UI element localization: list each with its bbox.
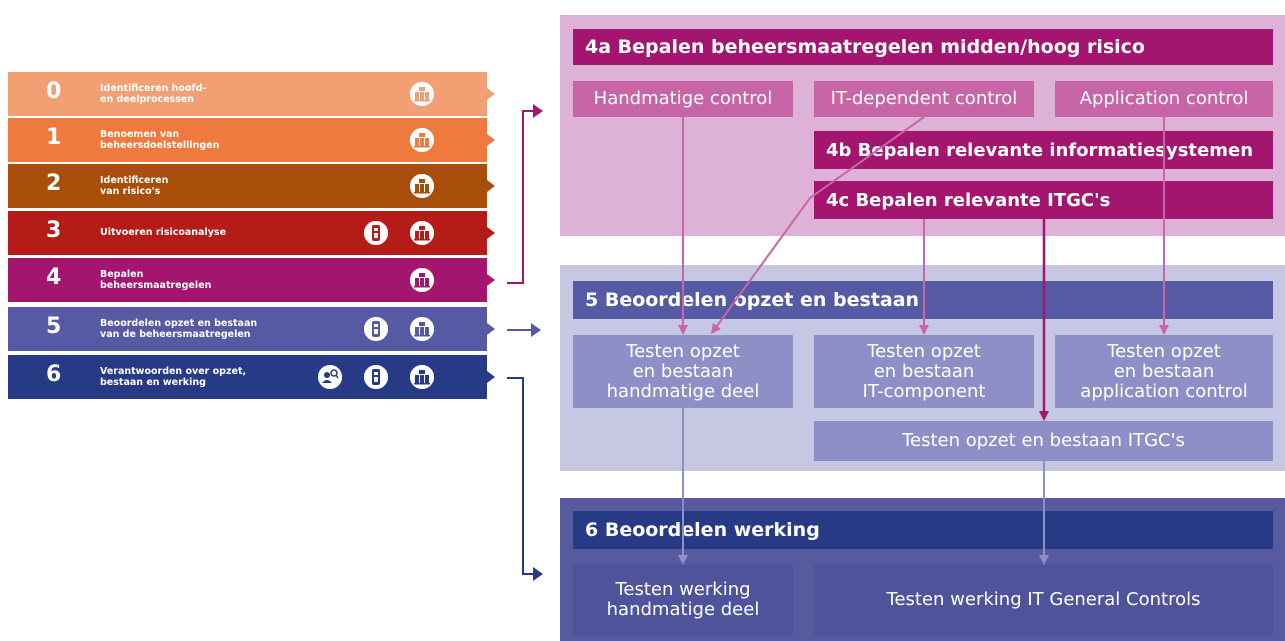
step-label: Verantwoorden over opzet, bestaan en wer… <box>100 366 247 388</box>
organization-icon <box>410 82 434 106</box>
step-notch <box>487 134 495 146</box>
step-number: 1 <box>46 125 62 150</box>
phase6-header: 6 Beoordelen werking <box>573 511 1273 549</box>
it-auditor-icon <box>364 365 388 389</box>
test-box-application: Testen opzet en bestaan application cont… <box>1055 335 1273 408</box>
step-number: 5 <box>46 314 62 339</box>
step-3: 3 Uitvoeren risicoanalyse <box>8 211 495 255</box>
test-box-it-component: Testen opzet en bestaan IT-component <box>814 335 1034 408</box>
step-notch <box>487 88 495 100</box>
control-box-it-dependent: IT-dependent control <box>814 81 1034 117</box>
step-label: Beoordelen opzet en bestaan van de behee… <box>100 318 258 340</box>
it-auditor-icon <box>364 317 388 341</box>
step-label: Identificeren hoofd- en deelprocessen <box>100 83 207 105</box>
phase4-header: 4a Bepalen beheersmaatregelen midden/hoo… <box>573 29 1273 65</box>
step-number: 4 <box>46 265 62 290</box>
organization-icon <box>410 221 434 245</box>
control-box-application: Application control <box>1055 81 1273 117</box>
organization-icon <box>410 365 434 389</box>
step-notch <box>487 180 495 192</box>
step-notch <box>487 274 495 286</box>
it-auditor-icon <box>364 221 388 245</box>
step-number: 2 <box>46 171 62 196</box>
step-label: Benoemen van beheersdoelstellingen <box>100 129 220 151</box>
arrow-step5 <box>507 323 541 337</box>
step-number: 0 <box>46 79 62 104</box>
step-notch <box>487 371 495 383</box>
reviewer-icon <box>318 365 342 389</box>
step-5: 5 Beoordelen opzet en bestaan van de behe… <box>8 307 495 351</box>
bracket-step6 <box>507 377 543 581</box>
step-number: 3 <box>46 218 62 243</box>
step-2: 2 Identificeren van risico's <box>8 164 495 208</box>
phase4c-header: 4c Bepalen relevante ITGC's <box>814 181 1273 219</box>
test-box-itgc: Testen opzet en bestaan ITGC's <box>814 421 1273 461</box>
phase4b-header: 4b Bepalen relevante informatiesystemen <box>814 131 1273 169</box>
werking-box-itgc: Testen werking IT General Controls <box>814 565 1273 635</box>
step-label: Uitvoeren risicoanalyse <box>100 227 227 238</box>
step-1: 1 Benoemen van beheersdoelstellingen <box>8 118 495 162</box>
werking-box-handmatig: Testen werking handmatige deel <box>573 565 793 635</box>
organization-icon <box>410 317 434 341</box>
step-notch <box>487 323 495 335</box>
organization-icon <box>410 268 434 292</box>
control-box-handmatig: Handmatige control <box>573 81 793 117</box>
organization-icon <box>410 128 434 152</box>
organization-icon <box>410 174 434 198</box>
test-box-handmatig: Testen opzet en bestaan handmatige deel <box>573 335 793 408</box>
step-number: 6 <box>46 362 62 387</box>
step-6: 6 Verantwoorden over opzet, bestaan en we… <box>8 355 495 399</box>
bracket-step4 <box>507 104 543 284</box>
step-label: Identificeren van risico's <box>100 175 169 197</box>
phase5-header: 5 Beoordelen opzet en bestaan <box>573 281 1273 319</box>
step-label: Bepalen beheersmaatregelen <box>100 269 212 291</box>
step-notch <box>487 227 495 239</box>
step-4: 4 Bepalen beheersmaatregelen <box>8 258 495 302</box>
step-0: 0 Identificeren hoofd- en deelprocessen <box>8 72 495 116</box>
